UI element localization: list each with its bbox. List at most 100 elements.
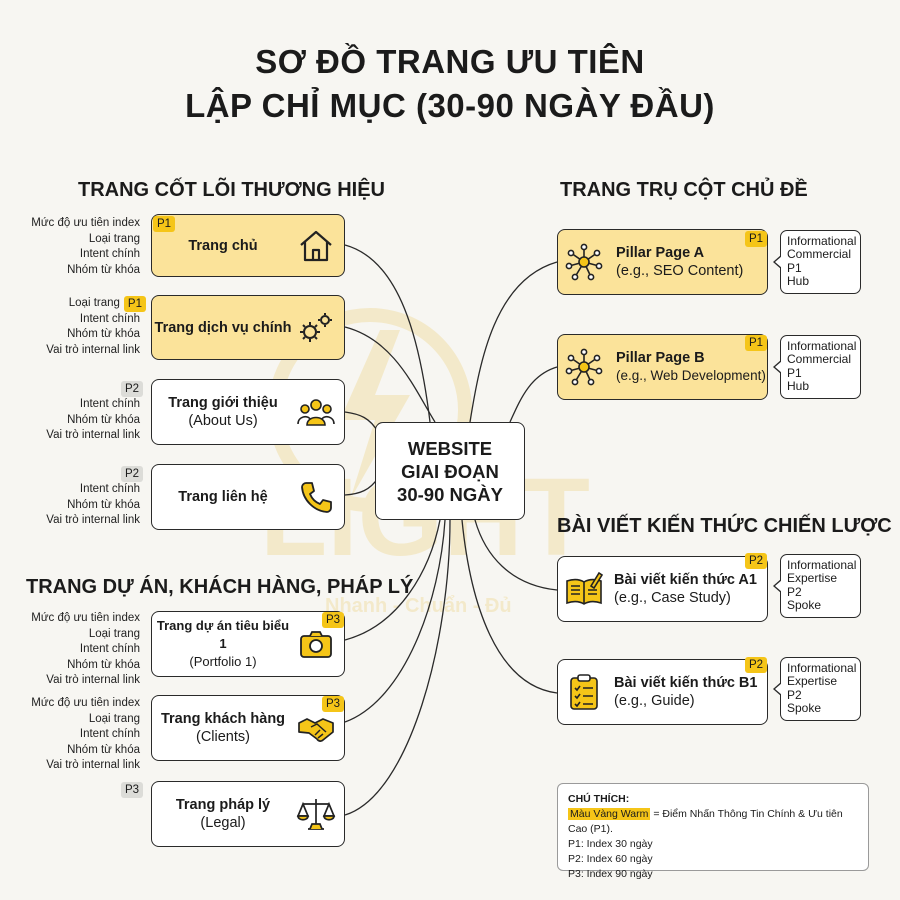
side-label: Loại trang [88, 712, 140, 725]
wire-home [344, 244, 431, 423]
node-services[interactable]: Trang dịch vụ chính [151, 295, 345, 360]
badge-services: P1 [123, 295, 146, 312]
side-label: Intent chính [79, 398, 140, 410]
node-portfolio[interactable]: Trang dự án tiêu biểu 1 (Portfolio 1) [151, 611, 345, 677]
side-label: Nhóm từ khóa [67, 743, 140, 756]
side-label: Nhóm từ khóa [67, 328, 140, 340]
wire-clients [344, 519, 446, 723]
node-home[interactable]: Trang chủ [151, 214, 345, 277]
node-about[interactable]: Trang giới thiệu(About Us) [151, 379, 345, 445]
node-portfolio-sub: (Portfolio 1) [189, 654, 257, 669]
side-labels-about: Intent chính Nhóm từ khóa Vai trò intern… [10, 397, 140, 444]
section-title-articles: BÀI VIẾT KIẾN THỨC CHIẾN LƯỢC [557, 515, 892, 537]
side-label: Intent chính [79, 728, 140, 740]
node-about-sub: (About Us) [188, 413, 258, 429]
network-icon [562, 240, 606, 284]
node-pillar-b-sub: (e.g., Web Development) [616, 368, 766, 383]
side-labels-contact: Intent chính Nhóm từ khóa Vai trò intern… [10, 482, 140, 529]
node-legal[interactable]: Trang pháp lý (Legal) [151, 781, 345, 847]
wire-about [344, 411, 379, 433]
node-pillar-b[interactable]: Pillar Page B (e.g., Web Development) [557, 334, 768, 400]
book-icon [562, 567, 606, 611]
node-legal-label: Trang pháp lý [175, 797, 271, 813]
side-label: Mức độ ưu tiên index [31, 697, 140, 709]
side-label: Loại trang [88, 627, 140, 640]
node-article-b1-label: Bài viết kiến thức B1 [614, 675, 758, 691]
tag: P2 [787, 584, 802, 599]
node-pillar-a-sub: (e.g., SEO Content) [616, 263, 744, 279]
legend-highlight: Màu Vàng Warm [568, 808, 651, 820]
side-labels-clients: Mức độ ưu tiên index Loại trang Intent c… [10, 696, 140, 774]
team-icon [294, 390, 338, 434]
wire-legal [344, 519, 451, 816]
badge-about: P2 [121, 381, 144, 397]
side-label: Intent chính [79, 643, 140, 655]
badge-pillar-b: P1 [745, 335, 768, 351]
legend-box: CHÚ THÍCH: Màu Vàng Warm = Điểm Nhấn Thô… [557, 783, 869, 880]
network-icon [562, 345, 606, 389]
side-label: Intent chính [79, 248, 140, 260]
node-clients-label: Trang khách hàng [160, 711, 286, 727]
section-title-core: TRANG CỐT LÕI THƯƠNG HIỆU [78, 179, 385, 201]
tag: P2 [787, 687, 802, 702]
tag: Commercial [787, 247, 852, 262]
side-label: Intent chính [79, 483, 140, 495]
gears-icon [294, 306, 338, 350]
wire-pillar-a [469, 261, 558, 423]
center-line-3: 30-90 NGÀY [397, 483, 503, 505]
node-article-b1[interactable]: Bài viết kiến thức B1 (e.g., Guide) [557, 659, 768, 725]
tags-pillar-b: Informational Commercial P1 Hub [773, 335, 861, 399]
node-legal-sub: (Legal) [200, 815, 246, 831]
node-portfolio-label: Trang dự án tiêu biểu 1 [156, 618, 290, 651]
side-label: Nhóm từ khóa [67, 263, 140, 276]
tags-article-a1: Informational Expertise P2 Spoke [773, 554, 861, 618]
side-labels-home: Mức độ ưu tiên index Loại trang Intent c… [10, 216, 140, 278]
page-title-line-2: LẬP CHỈ MỤC (30-90 NGÀY ĐẦU) [185, 87, 715, 124]
tag: P1 [787, 260, 802, 275]
tag: Informational [787, 661, 857, 675]
side-label: Mức độ ưu tiên index [31, 612, 140, 624]
node-services-label: Trang dịch vụ chính [154, 319, 292, 336]
node-pillar-a-label: Pillar Page A [616, 245, 705, 261]
badge-pillar-a: P1 [745, 231, 768, 247]
side-label: Mức độ ưu tiên index [31, 217, 140, 229]
node-contact[interactable]: Trang liên hệ [151, 464, 345, 530]
side-label: Nhóm từ khóa [67, 498, 140, 511]
legend-p3: P3: Index 90 ngày [568, 868, 653, 880]
badge-article-a1: P2 [745, 553, 768, 569]
side-label: Vai trò internal link [46, 514, 140, 526]
legend-p2: P2: Index 60 ngày [568, 853, 653, 865]
phone-icon [294, 475, 338, 519]
badge-contact: P2 [121, 466, 144, 482]
wire-pillar-b [509, 366, 558, 423]
node-clients[interactable]: Trang khách hàng (Clients) [151, 695, 345, 761]
badge-clients: P3 [322, 696, 345, 712]
tag: Hub [787, 378, 810, 393]
center-website-box[interactable]: WEBSITE GIAI ĐOẠN 30-90 NGÀY [375, 422, 525, 520]
side-label: Vai trò internal link [46, 429, 140, 441]
wire-contact [344, 477, 379, 496]
tag: Hub [787, 273, 810, 288]
tag: P1 [787, 365, 802, 380]
side-labels-portfolio: Mức độ ưu tiên index Loại trang Intent c… [10, 611, 140, 689]
node-pillar-a[interactable]: Pillar Page A (e.g., SEO Content) [557, 229, 768, 295]
node-article-a1[interactable]: Bài viết kiến thức A1(e.g., Case Study) [557, 556, 768, 622]
center-line-2: GIAI ĐOẠN [401, 460, 499, 482]
side-label: Loại trang [88, 232, 140, 245]
legend-highlight-desc: = Điểm Nhấn Thông Tin Chính & Ưu tiên Ca… [568, 808, 843, 835]
node-article-a1-label: Bài viết kiến thức A1 [614, 572, 757, 588]
node-clients-sub: (Clients) [196, 729, 250, 745]
section-title-pillar: TRANG TRỤ CỘT CHỦ ĐỀ [560, 179, 808, 201]
tag: Expertise [787, 571, 838, 586]
house-icon [294, 224, 338, 268]
side-label: Vai trò internal link [46, 674, 140, 686]
node-article-b1-sub: (e.g., Guide) [614, 693, 695, 709]
tag: Commercial [787, 352, 852, 367]
side-label: Intent chính [79, 312, 140, 325]
node-home-label: Trang chủ [188, 237, 258, 254]
node-contact-label: Trang liên hệ [178, 489, 268, 505]
wire-article-b1 [461, 519, 558, 694]
node-pillar-b-label: Pillar Page B [616, 350, 705, 366]
side-label: Vai trò internal link [46, 759, 140, 771]
tags-pillar-a: Informational Commercial P1 Hub [773, 230, 861, 294]
